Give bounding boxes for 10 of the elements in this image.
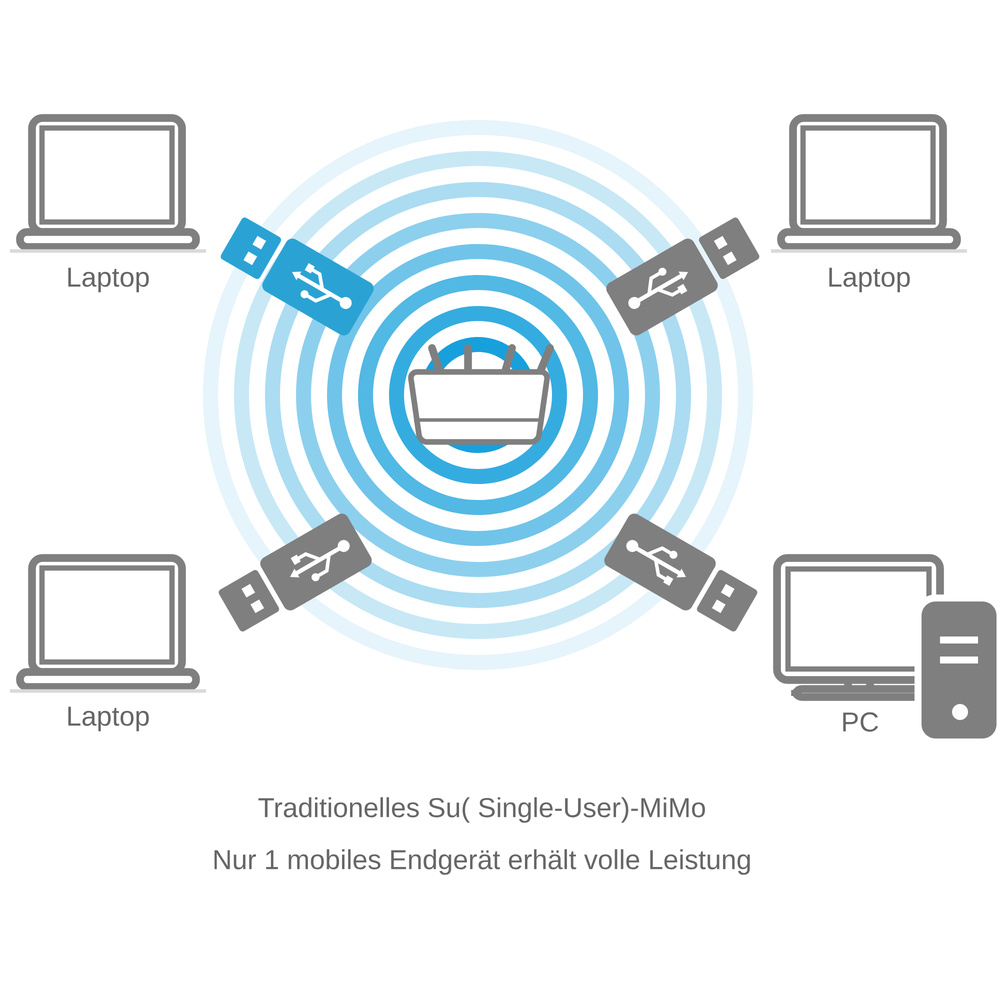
laptop: Laptop (10, 554, 206, 732)
node-label: PC (843, 712, 878, 732)
node-label: Laptop (68, 706, 149, 732)
node-label: Laptop (829, 268, 910, 292)
node-label: Laptop (68, 268, 149, 292)
laptop: Laptop (771, 114, 968, 292)
caption-text: Traditionelles Su( Single-User)-MiMo (258, 797, 705, 823)
laptop: Laptop (10, 114, 206, 292)
caption-text: Nur 1 mobiles Endgerät erhält volle Leistung (214, 849, 750, 875)
pc: PC (773, 554, 1000, 746)
